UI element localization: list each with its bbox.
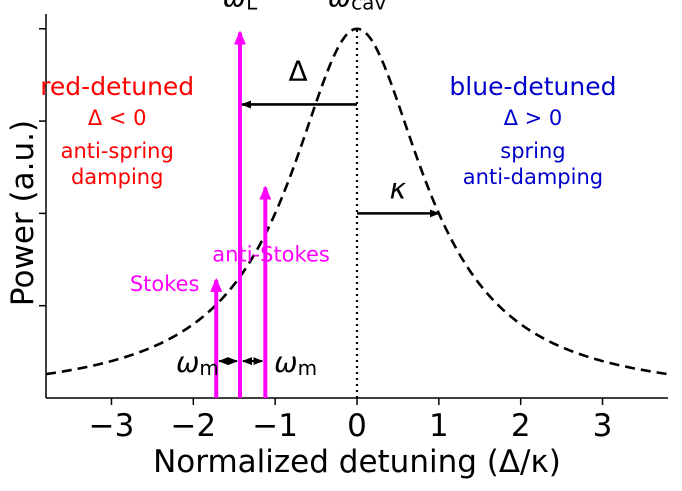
x-tick-label: 3	[593, 408, 613, 444]
blue-detuned-label: blue-detuned	[449, 72, 616, 101]
red-delta-condition: Δ < 0	[88, 106, 147, 130]
omega-m-right-label: ωm	[274, 346, 317, 380]
x-tick-label: −2	[170, 408, 216, 444]
x-tick-label: −3	[89, 408, 135, 444]
blue-spring-label: spring	[500, 139, 565, 163]
x-tick-label: 1	[429, 408, 449, 444]
spectral-lines	[210, 30, 272, 398]
omega-l-label: ωL	[223, 0, 258, 15]
cavity-lorentzian-curve	[45, 27, 669, 376]
x-axis-label: Normalized detuning (Δ/κ)	[153, 444, 561, 480]
x-tick-label: 2	[511, 408, 531, 444]
omega-cav-label: ωcav	[328, 0, 387, 15]
y-axis-label: Power (a.u.)	[5, 120, 41, 306]
stokes-label: Stokes	[130, 272, 200, 296]
anti-stokes-label: anti-Stokes	[212, 242, 330, 266]
x-tick-label: 0	[347, 408, 367, 444]
red-anti-spring-label: anti-spring	[61, 139, 174, 163]
kappa-label: κ	[390, 173, 407, 206]
annotation-arrows	[218, 100, 440, 366]
blue-anti-damping-label: anti-damping	[463, 165, 603, 189]
y-axis-ticks	[39, 28, 46, 307]
blue-delta-condition: Δ > 0	[504, 106, 563, 130]
delta-label: Δ	[288, 54, 307, 87]
x-axis-ticks: −3 −2 −1 0 1 2 3	[89, 398, 613, 444]
red-damping-label: damping	[71, 165, 163, 189]
x-tick-label: −1	[252, 408, 298, 444]
omega-m-left-label: ωm	[176, 346, 219, 380]
red-detuned-label: red-detuned	[40, 72, 194, 101]
